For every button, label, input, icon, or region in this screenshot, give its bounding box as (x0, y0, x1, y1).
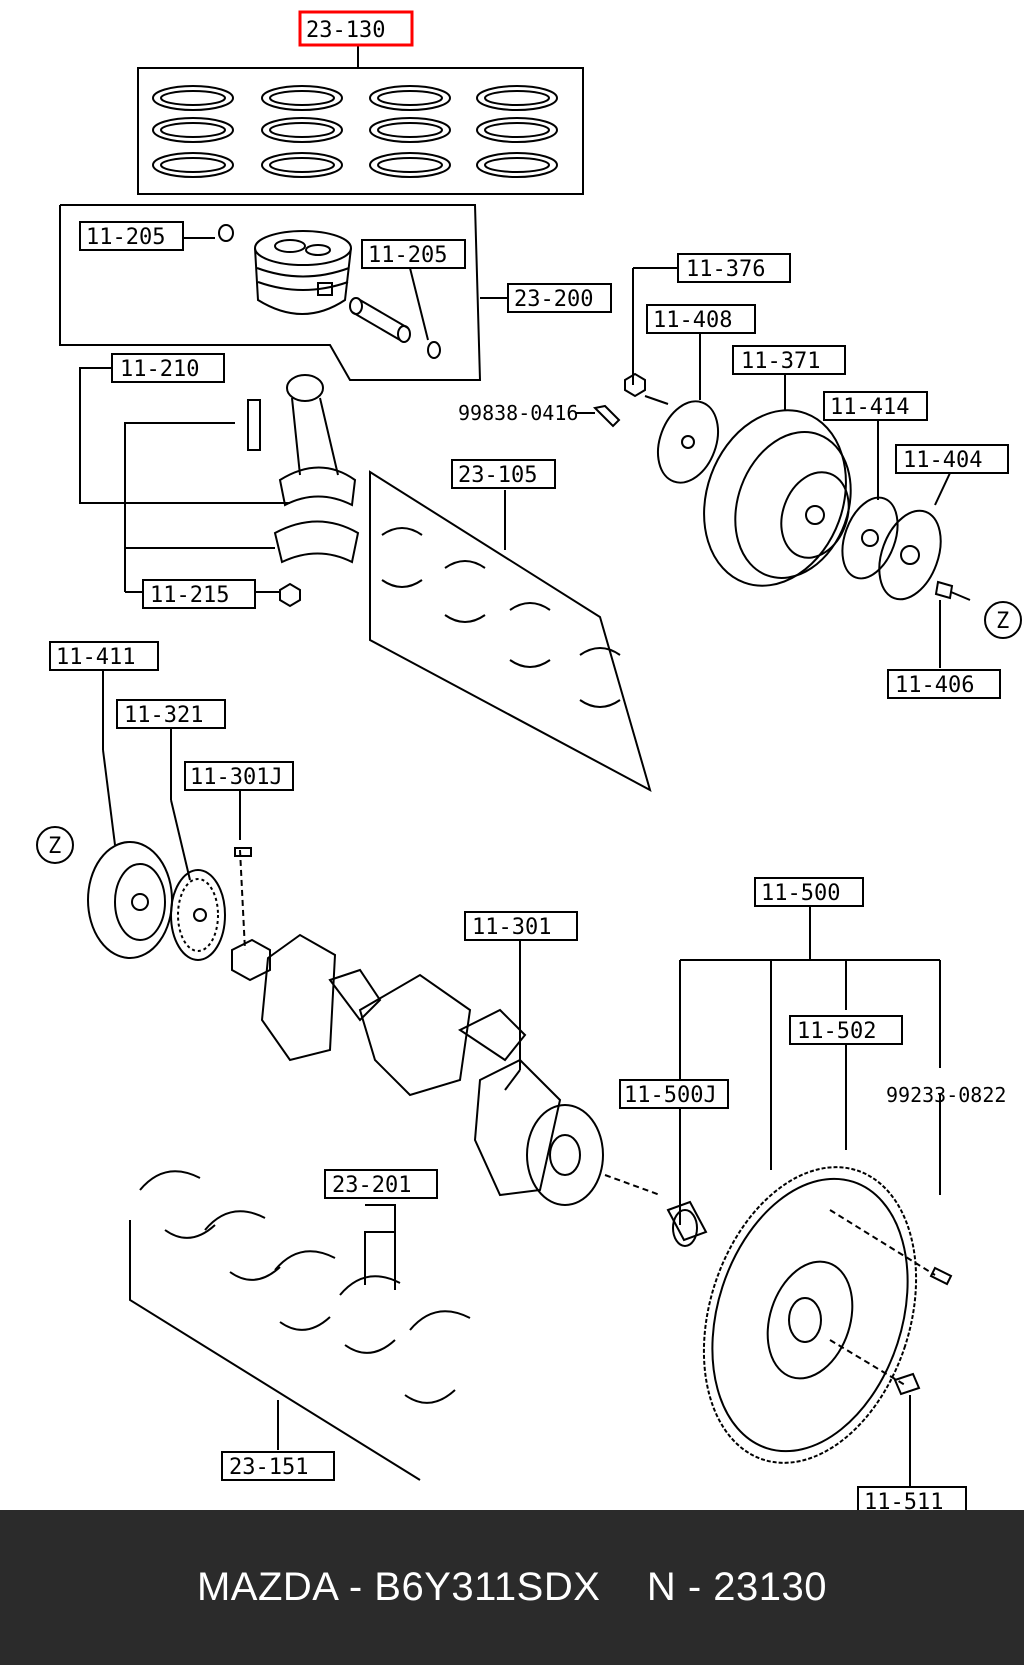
label-11-321: 11-321 (124, 703, 203, 728)
label-11-215: 11-215 (150, 583, 229, 608)
label-11-500: 11-500 (761, 881, 840, 906)
piston-ring-set (137, 45, 584, 195)
highlight-box (298, 10, 414, 47)
connecting-rod (79, 367, 360, 608)
caption-text: MAZDA - B6Y311SDX N - 23130 (196, 1565, 828, 1609)
flywheel-group (666, 907, 953, 1487)
label-23-151: 23-151 (229, 1455, 308, 1480)
caption-bar: MAZDA - B6Y311SDX N - 23130 (0, 1510, 1024, 1665)
label-11-210: 11-210 (120, 357, 199, 382)
marker-z-left: Z (48, 834, 61, 859)
ring-stack-1 (152, 85, 234, 178)
label-99838-0416: 99838-0416 (458, 401, 578, 425)
label-11-205-right: 11-205 (368, 243, 447, 268)
label-11-500j: 11-500J (624, 1083, 717, 1108)
parts-diagram: Z Z 23-130 11-205 11-205 23-200 11-210 1… (36, 10, 1022, 1510)
label-11-376: 11-376 (686, 257, 765, 282)
piston-assembly (59, 204, 508, 381)
label-11-511: 11-511 (864, 1490, 943, 1510)
pulley-group (575, 267, 971, 668)
label-11-411: 11-411 (56, 645, 135, 670)
label-11-205-left: 11-205 (86, 225, 165, 250)
ring-stack-2 (261, 85, 343, 178)
damper-sprocket-group (87, 670, 252, 961)
label-11-408: 11-408 (653, 308, 732, 333)
label-11-371: 11-371 (741, 349, 820, 374)
crankshaft (231, 849, 661, 1206)
ring-stack-4 (476, 85, 558, 178)
marker-z-left-circle (36, 826, 74, 864)
marker-z-right-circle (984, 601, 1022, 639)
label-11-301j: 11-301J (190, 765, 283, 790)
label-11-502: 11-502 (797, 1019, 876, 1044)
label-23-200: 23-200 (514, 287, 593, 312)
rod-bearing-set (369, 470, 652, 793)
piston (254, 230, 352, 315)
ring-stack-3 (369, 85, 451, 178)
label-23-105: 23-105 (458, 463, 537, 488)
label-99233-0822: 99233-0822 (886, 1083, 1006, 1107)
piston-pin (349, 297, 411, 343)
label-11-301: 11-301 (472, 915, 551, 940)
label-11-406: 11-406 (895, 673, 974, 698)
label-11-404: 11-404 (903, 448, 982, 473)
label-23-130: 23-130 (306, 18, 385, 43)
label-11-414: 11-414 (830, 395, 909, 420)
label-23-201: 23-201 (332, 1173, 411, 1198)
main-bearing-group (129, 1170, 471, 1481)
marker-z-right: Z (996, 609, 1009, 634)
